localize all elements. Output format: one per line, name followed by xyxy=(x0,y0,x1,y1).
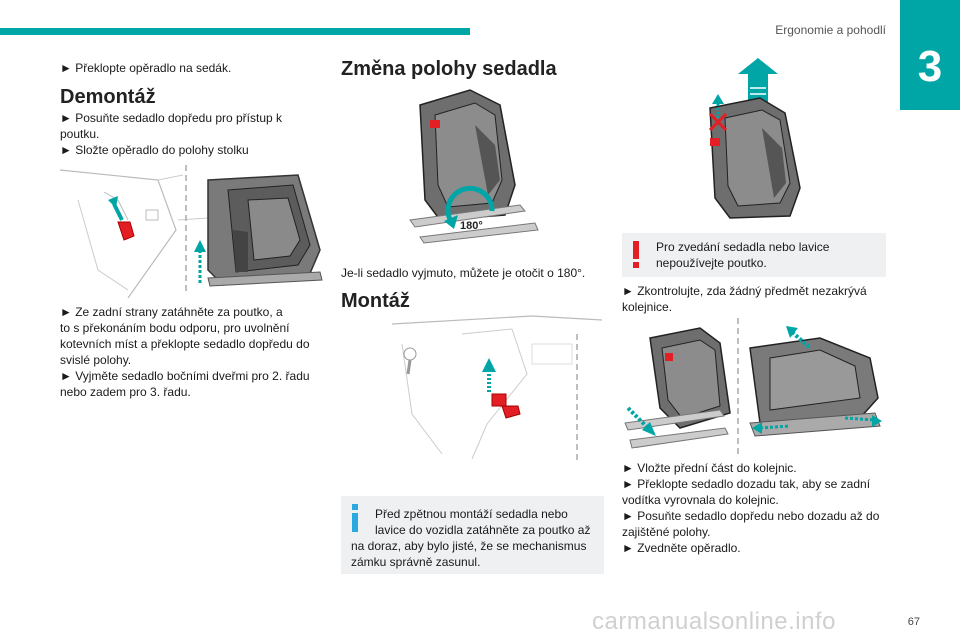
seat-rotation-illustration: 180° xyxy=(409,89,539,244)
rotation-text: Je-li sedadlo vyjmuto, můžete je otočit … xyxy=(341,266,586,280)
text-line: zajištěné polohy. xyxy=(622,525,711,539)
info-icon xyxy=(352,504,358,532)
text-line: Před zpětnou montáží sedadla nebo xyxy=(375,507,568,521)
seat-rails-illustration xyxy=(624,318,882,458)
chapter-title: Ergonomie a pohodlí xyxy=(775,23,886,37)
warning-note: Pro zvedání sedadla nebo lavice nepoužív… xyxy=(622,233,886,277)
heading-zmena-polohy: Změna polohy sedadla xyxy=(341,58,557,80)
text-line: na doraz, aby bylo jisté, že se mechanis… xyxy=(351,539,587,553)
text-line: Pro zvedání sedadla nebo lavice xyxy=(656,240,830,254)
text-line: lavice do vozidla zatáhněte za poutko až xyxy=(375,523,591,537)
text-line: ► Překlopte sedadlo dozadu tak, aby se z… xyxy=(622,477,871,491)
warning-icon xyxy=(633,241,639,268)
chapter-number: 3 xyxy=(917,42,943,91)
text-line: ► Zvedněte opěradlo. xyxy=(622,541,741,555)
heading-demontaz: Demontáž xyxy=(60,86,156,108)
seat-install-illustration xyxy=(392,315,602,460)
chapter-tab: 3 xyxy=(900,0,960,110)
text-line: zámku správně zasunul. xyxy=(351,555,481,569)
text-line: nepoužívejte poutko. xyxy=(656,256,767,270)
text-line: nebo zadem pro 3. řadu. xyxy=(60,385,191,399)
text-line: to s překonáním bodu odporu, pro uvolněn… xyxy=(60,321,290,335)
steps-removal-1: ► Posuňte sedadlo dopředu pro přístup k … xyxy=(60,110,320,158)
text-line: kolejnice. xyxy=(622,300,673,314)
seat-lift-illustration xyxy=(708,58,801,219)
steps-removal-2: ► Ze zadní strany zatáhněte za poutko, a… xyxy=(60,304,325,400)
text-line: ► Posuňte sedadlo dopředu nebo dozadu až… xyxy=(622,509,880,523)
text-line: ► Ze zadní strany zatáhněte za poutko, a xyxy=(60,305,283,319)
text-line: svislé polohy. xyxy=(60,353,132,367)
text-line: poutku. xyxy=(60,127,100,141)
page-number: 67 xyxy=(907,616,920,628)
text-line: ► Složte opěradlo do polohy stolku xyxy=(60,143,249,157)
text-line: vodítka vyrovnala do kolejnic. xyxy=(622,493,779,507)
rotation-label: 180° xyxy=(460,220,483,232)
text-line: ► Vyjměte sedadlo bočními dveřmi pro 2. … xyxy=(60,369,310,383)
text-line: ► Posuňte sedadlo dopředu pro přístup k xyxy=(60,111,283,125)
check-rails-text: ► Zkontrolujte, zda žádný předmět nezakr… xyxy=(622,283,887,315)
info-note: Před zpětnou montáží sedadla nebo lavice… xyxy=(341,496,604,574)
seat-removal-illustration xyxy=(59,165,323,298)
heading-montaz: Montáž xyxy=(341,290,410,312)
install-steps: ► Vložte přední část do kolejnic. ► Přek… xyxy=(622,460,892,556)
watermark: carmanualsonline.info xyxy=(592,608,836,635)
text-line: ► Zkontrolujte, zda žádný předmět nezakr… xyxy=(622,284,867,298)
header-accent-bar xyxy=(0,28,470,35)
text-line: kotevních míst a překlopte sedadlo dopře… xyxy=(60,337,310,351)
intro-step: ► Překlopte opěradlo na sedák. xyxy=(60,61,232,75)
text-line: ► Vložte přední část do kolejnic. xyxy=(622,461,797,475)
